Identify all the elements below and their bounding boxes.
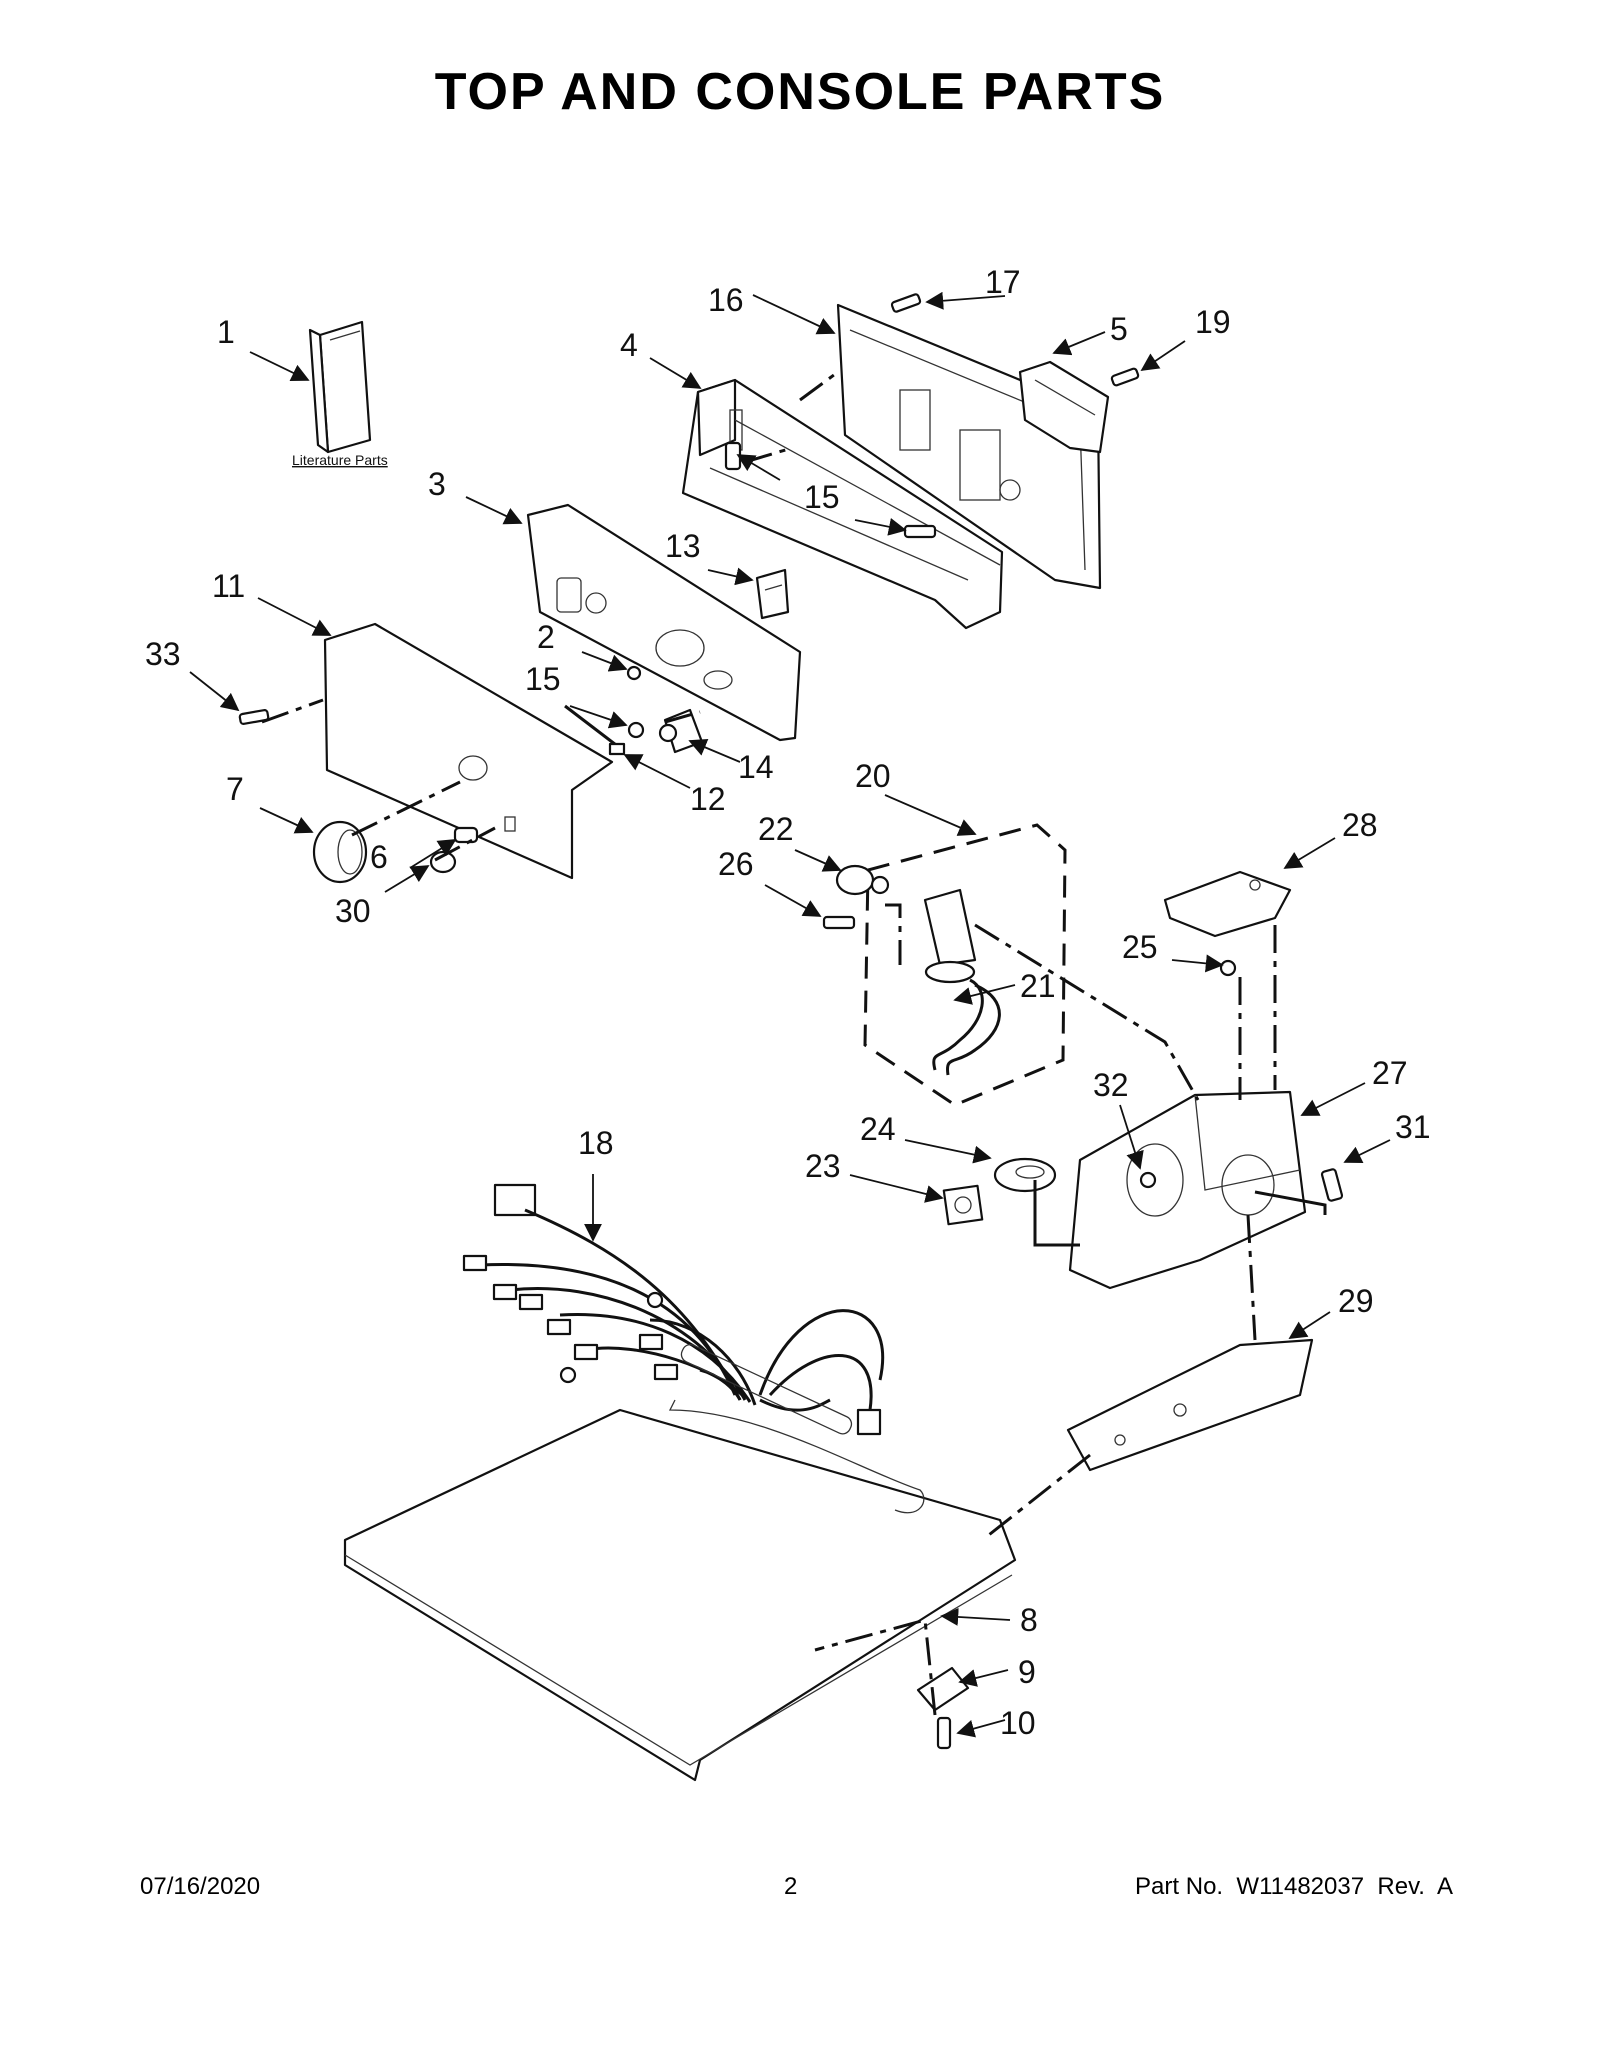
- control-panel-plate: [526, 503, 802, 742]
- main-harness: [462, 1183, 884, 1436]
- screw-19: [1110, 367, 1140, 387]
- callout-17: 17: [985, 264, 1021, 300]
- footer-page-number: 2: [784, 1873, 798, 1900]
- callout-24: 24: [860, 1111, 896, 1147]
- callout-21: 21: [1020, 968, 1056, 1004]
- screw-10: [936, 1716, 952, 1750]
- switch: [755, 568, 790, 620]
- callout-15b: 15: [525, 661, 561, 697]
- small-harness: [564, 704, 626, 756]
- knob: [312, 820, 368, 884]
- screw-31: [1320, 1168, 1344, 1202]
- callout-26: 26: [718, 846, 754, 882]
- callout-20: 20: [855, 758, 891, 794]
- callout-labels: 1 2 3 4 5 6 7 8 9 10 11 12 13 14 15 15 1…: [145, 264, 1431, 1741]
- screw-17: [890, 293, 922, 313]
- cover-28: [1163, 870, 1292, 938]
- screw-26: [822, 915, 856, 930]
- screw-4-top: [724, 441, 742, 471]
- callout-4: 4: [620, 327, 638, 363]
- fastener-2: [626, 665, 642, 681]
- gasket-23: [942, 1184, 984, 1226]
- callout-2: 2: [537, 619, 555, 655]
- callout-30: 30: [335, 893, 371, 929]
- callout-16: 16: [708, 282, 744, 318]
- callout-27: 27: [1372, 1055, 1408, 1091]
- callout-31: 31: [1395, 1109, 1431, 1145]
- housing-27: [1068, 1090, 1307, 1290]
- callout-7: 7: [226, 771, 244, 807]
- callout-12: 12: [690, 781, 726, 817]
- callout-9: 9: [1018, 1654, 1036, 1690]
- callout-28: 28: [1342, 807, 1378, 843]
- callout-23: 23: [805, 1148, 841, 1184]
- cup-24: [993, 1157, 1057, 1193]
- literature-book: [308, 320, 372, 454]
- callout-19: 19: [1195, 304, 1231, 340]
- footer-part-number: Part No. W11482037 Rev. A: [1135, 1873, 1453, 1900]
- callout-29: 29: [1338, 1283, 1374, 1319]
- callout-32: 32: [1093, 1067, 1129, 1103]
- callout-13: 13: [665, 528, 701, 564]
- console-bracket: [681, 378, 1004, 630]
- callout-8: 8: [1020, 1602, 1038, 1638]
- nut-25: [1219, 959, 1237, 977]
- fastener-15b: [627, 721, 645, 739]
- assembly-20-outline: [863, 823, 1067, 1107]
- valve-assembly: [923, 888, 1001, 1076]
- plate-29: [1066, 1338, 1314, 1472]
- callout-14: 14: [738, 749, 774, 785]
- callout-18: 18: [578, 1125, 614, 1161]
- alignment-lines: [261, 370, 1327, 1716]
- literature-parts-label: Literature Parts: [292, 452, 388, 468]
- board-bracket: [1018, 360, 1110, 454]
- callout-22: 22: [758, 811, 794, 847]
- screw-33: [238, 709, 270, 725]
- callout-15a: 15: [804, 479, 840, 515]
- callout-33: 33: [145, 636, 181, 672]
- screw-15a: [903, 524, 937, 539]
- leader-arrows: [189, 291, 1391, 1738]
- page-title: TOP AND CONSOLE PARTS: [434, 63, 1166, 121]
- callout-3: 3: [428, 466, 446, 502]
- callout-6: 6: [370, 839, 388, 875]
- spring-6: [453, 826, 479, 844]
- pressure-switch: [835, 864, 890, 896]
- callout-11: 11: [212, 568, 245, 604]
- bracket-9: [916, 1666, 970, 1712]
- console-front: [323, 622, 614, 880]
- callout-1: 1: [217, 314, 235, 350]
- top-8: [343, 1343, 1017, 1782]
- callout-25: 25: [1122, 929, 1158, 965]
- callout-10: 10: [1000, 1705, 1036, 1741]
- callout-5: 5: [1110, 311, 1128, 347]
- footer-date: 07/16/2020: [140, 1873, 261, 1900]
